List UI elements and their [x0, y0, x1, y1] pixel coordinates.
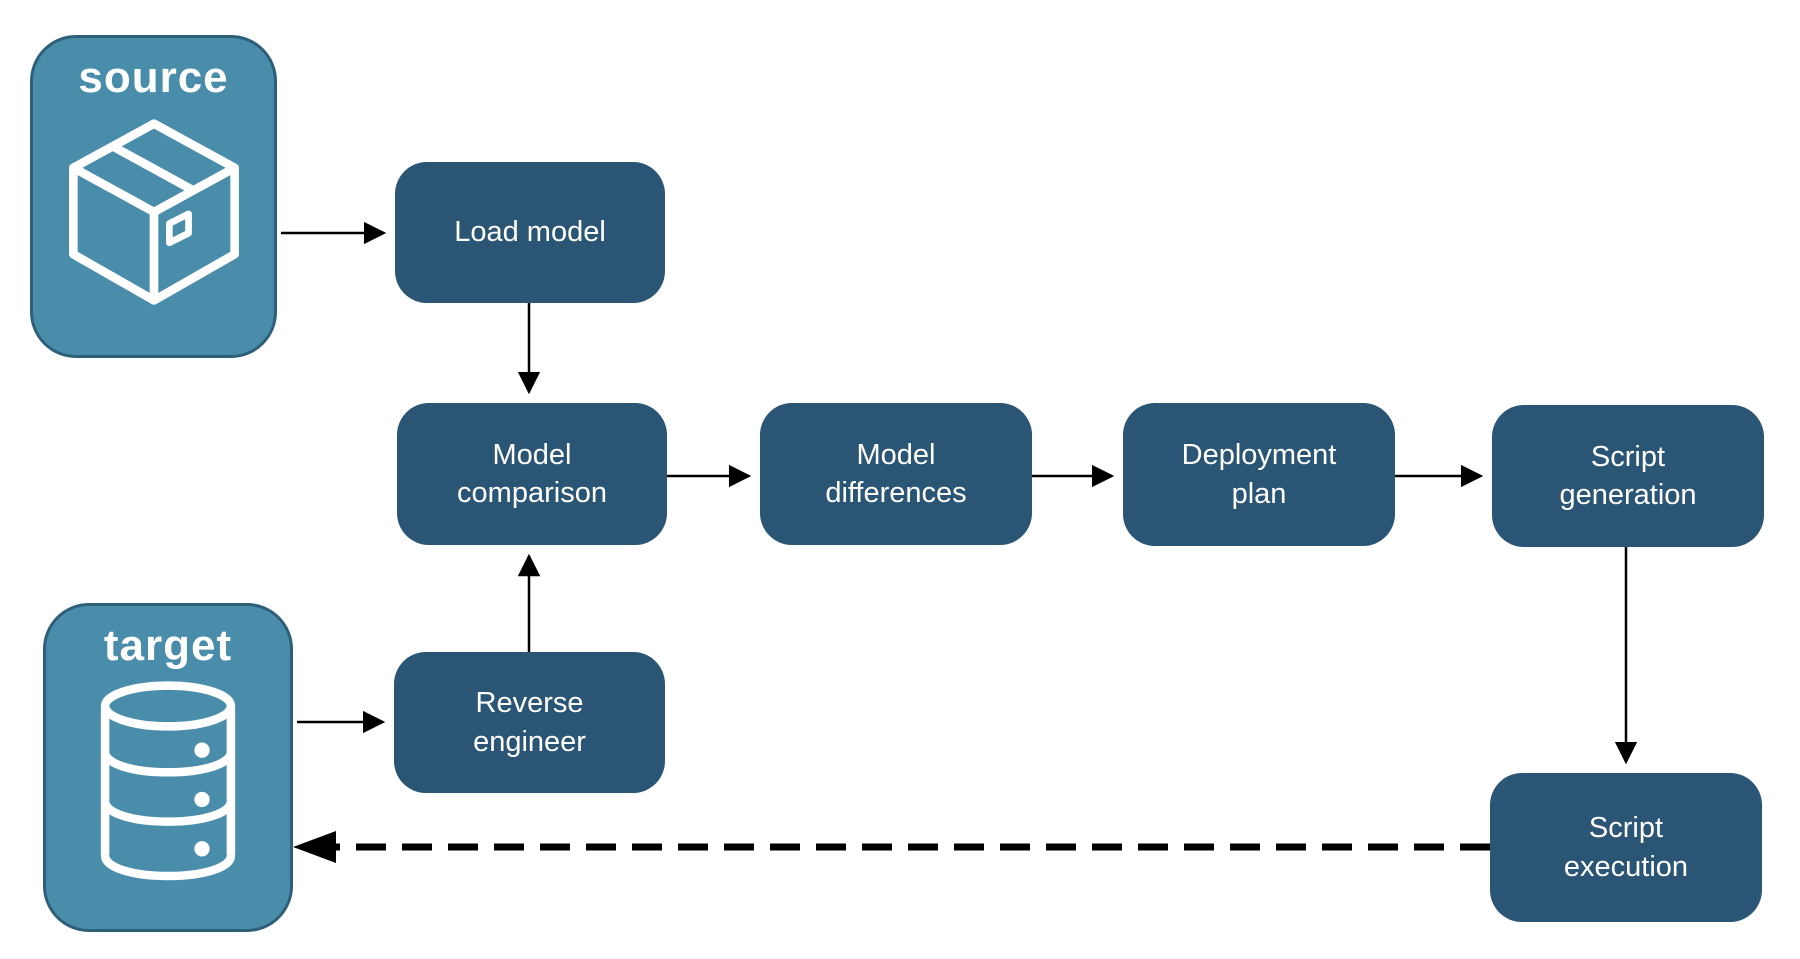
node-script-generation: Script generation — [1492, 405, 1764, 547]
node-reverse-engineer-label: Reverse engineer — [473, 687, 586, 758]
entity-target-label: target — [103, 621, 233, 670]
node-model-comparison: Model comparison — [397, 403, 667, 545]
node-load-model-label: Load model — [454, 216, 606, 249]
node-model-differences: Model differences — [760, 403, 1032, 545]
node-load-model: Load model — [395, 162, 665, 303]
entity-target: target — [43, 603, 293, 932]
node-script-execution-label: Script execution — [1563, 812, 1689, 883]
edge-script-execution-target-arrowhead — [293, 831, 336, 863]
node-reverse-engineer: Reverse engineer — [394, 652, 665, 793]
entity-source-label: source — [78, 53, 229, 102]
node-script-execution: Script execution — [1490, 773, 1762, 922]
node-deployment-plan-label: Deployment plan — [1181, 439, 1337, 510]
database-icon — [100, 681, 236, 881]
node-model-differences-label: Model differences — [825, 438, 967, 509]
node-deployment-plan: Deployment plan — [1123, 403, 1395, 546]
node-model-comparison-label: Model comparison — [457, 438, 607, 509]
node-script-generation-label: Script generation — [1559, 440, 1697, 511]
entity-source: source — [30, 35, 277, 358]
package-icon — [68, 119, 239, 306]
